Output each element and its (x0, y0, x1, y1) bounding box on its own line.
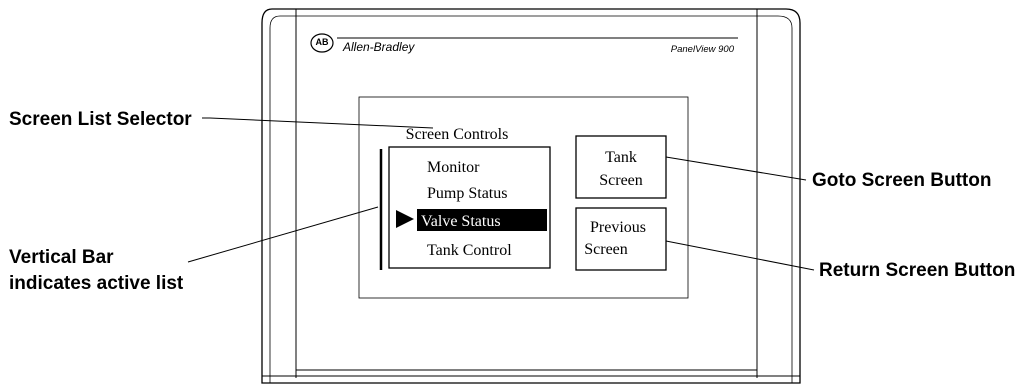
callout-vertical-bar-line2: indicates active list (9, 273, 184, 294)
logo-text: AB (316, 37, 329, 47)
tank-screen-line1: Tank (605, 149, 637, 166)
callout-lines (187, 117, 815, 271)
model-name: PanelView 900 (671, 44, 735, 55)
callout-goto-screen-button: Goto Screen Button (812, 170, 991, 191)
list-item-valve-status[interactable]: Valve Status (421, 213, 501, 230)
previous-screen-line2: Screen (584, 241, 628, 258)
callout-vertical-bar-line1: Vertical Bar (9, 247, 114, 268)
previous-screen-line1: Previous (590, 219, 646, 236)
tank-screen-line2: Screen (599, 172, 643, 189)
brand-name: Allen-Bradley (342, 40, 415, 54)
list-item-pump-status[interactable]: Pump Status (427, 185, 507, 202)
selected-item-highlight (417, 209, 547, 231)
callout-screen-list-selector: Screen List Selector (9, 109, 192, 130)
device-bezel (261, 8, 801, 384)
screen-list-selector[interactable] (388, 146, 551, 269)
list-title: Screen Controls (406, 126, 509, 143)
list-item-monitor[interactable]: Monitor (427, 159, 480, 176)
tank-screen-button[interactable]: Tank Screen (575, 135, 667, 199)
device-header: AB Allen-Bradley PanelView 900 (310, 33, 738, 55)
list-item-tank-control[interactable]: Tank Control (427, 242, 512, 259)
selection-arrow-icon (396, 210, 414, 228)
allen-bradley-logo (310, 33, 334, 53)
previous-screen-button[interactable]: Previous Screen (575, 207, 667, 271)
callout-return-screen-button: Return Screen Button (819, 260, 1015, 281)
display-area (358, 96, 689, 299)
